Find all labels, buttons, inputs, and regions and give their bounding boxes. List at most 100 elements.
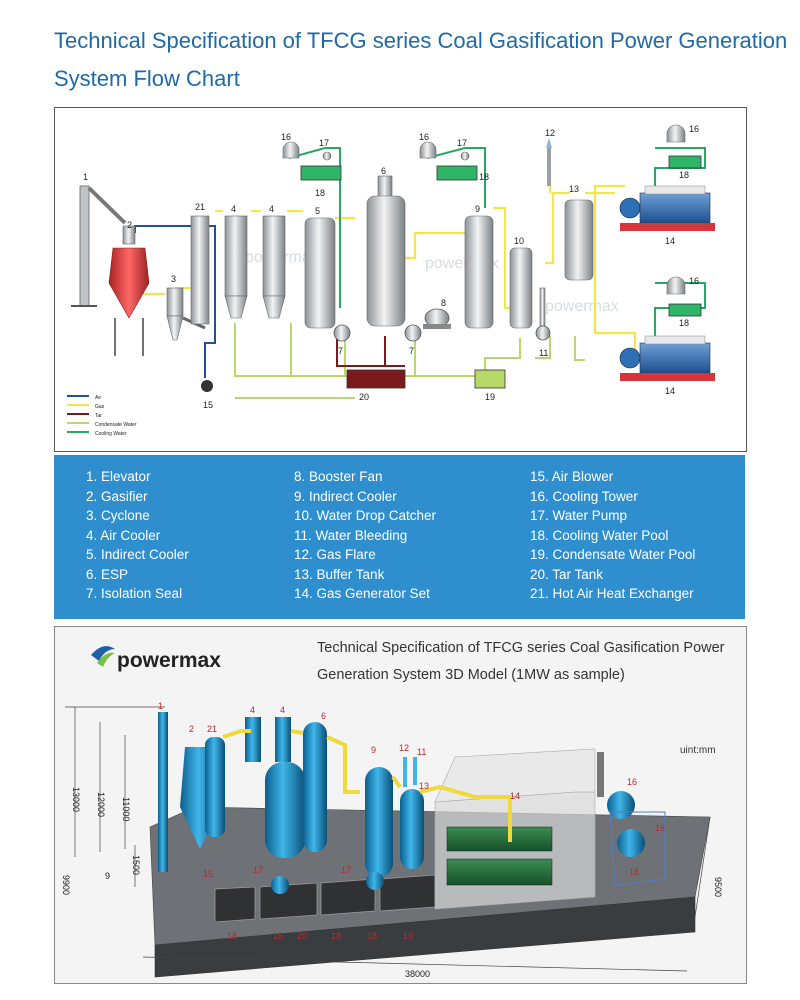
label-20: 20 [359,392,369,402]
cooling-towers-3d [607,791,666,886]
model-label-13: 13 [419,781,429,791]
label-18: 18 [479,172,489,182]
model-label-1: 1 [158,701,163,711]
component-legend: 1. Elevator 2. Gasifier 3. Cyclone 4. Ai… [54,455,745,619]
buffer-tank [564,199,594,281]
dim-38000: 38000 [405,969,430,979]
legend-column-1: 1. Elevator 2. Gasifier 3. Cyclone 4. Ai… [86,467,189,604]
label-14: 14 [665,236,675,246]
label-2: 2 [127,220,132,230]
label-10: 10 [514,236,524,246]
label-16: 16 [689,124,699,134]
condensate-water-pool [474,369,506,389]
tar-lines [336,333,405,367]
label-15: 15 [203,400,213,410]
model-label-12: 12 [399,743,409,753]
model-label-16: 16 [655,823,665,833]
legend-item: 17. Water Pump [530,508,628,523]
air-blower [201,380,213,392]
legend-label-condensate: Condensate Water [95,422,137,428]
label-18: 18 [679,318,689,328]
model-label-19: 19 [403,931,413,941]
legend-item: 7. Isolation Seal [86,586,183,601]
legend-item: 10. Water Drop Catcher [294,508,437,523]
indirect-cooler [464,215,494,329]
legend-item: 18. Cooling Water Pool [530,527,669,543]
label-17: 17 [457,138,467,148]
gasifier [108,225,150,356]
model-label-15: 15 [203,869,213,879]
legend-item: 8. Booster Fan [294,469,383,484]
label-12: 12 [545,128,555,138]
model-label-11: 11 [417,747,426,757]
label-7: 7 [409,346,414,356]
label-16: 16 [689,276,699,286]
legend-item: 12. Gas Flare [294,547,376,562]
model-title-line-2: Generation System 3D Model (1MW as sampl… [317,667,625,683]
flow-chart: powermax powermax powermax [54,107,747,452]
dim-11000: 11000 [121,797,131,821]
indirect-cooler [304,217,336,329]
watermark: powermax [545,298,619,315]
legend-item: 15. Air Blower [530,469,614,484]
legend-item: 2. Gasifier [86,488,148,504]
label-18: 18 [679,170,689,180]
legend-item: 14. Gas Generator Set [294,586,430,601]
label-13: 13 [569,184,579,194]
foundation-side [154,896,696,978]
dimension-lines [65,706,711,972]
model-3d-illustration: 13000 12000 11000 1500 9900 9 38000 9500… [61,701,723,979]
tar-tank [346,369,406,389]
water-bleeding [535,287,551,341]
label-19: 19 [485,392,495,402]
model-title-line-1: Technical Specification of TFCG series C… [317,640,725,656]
isolation-seal [333,324,422,342]
label-6: 6 [381,166,386,176]
label-21: 21 [195,202,205,212]
label-4: 4 [231,204,236,214]
dim-9500: 9500 [713,877,723,897]
legend-item: 13. Buffer Tank [294,566,385,582]
label-4: 4 [269,204,274,214]
gas-flare [546,138,552,186]
model-label-2: 2 [189,724,194,734]
legend-item: 20. Tar Tank [530,566,604,582]
label-5: 5 [315,206,320,216]
cooling-water-pool [300,155,702,317]
gas-generator-set [619,185,715,381]
elevator [71,185,127,307]
label-7: 7 [338,346,343,356]
label-1: 1 [83,172,88,182]
water-drop-catcher [509,247,533,329]
air-cooler [224,215,286,319]
legend-item: 16. Cooling Tower [530,488,638,504]
model-panel: powermax Technical Specification of TFCG… [54,626,747,984]
label-16: 16 [419,132,429,142]
model-label-6: 6 [321,711,326,721]
equipment-3d [158,712,424,894]
unit-label: uint:mm [680,745,716,756]
legend-item: 5. Indirect Cooler [86,547,189,562]
legend-label-cooling: Cooling Water [95,431,127,437]
label-16: 16 [281,132,291,142]
model-label-18: 18 [273,931,283,941]
model-label-21: 21 [207,724,217,734]
legend-item: 4. Air Cooler [86,527,161,543]
cooling-tower [282,124,686,295]
gas-piping-3d [222,729,512,842]
model-label-18: 18 [367,931,377,941]
legend-item: 19. Condensate Water Pool [530,547,696,562]
label-3: 3 [171,274,176,284]
line-legend: Air Gas Tar Condensate Water Cooling Wat… [67,395,137,437]
dim-13000: 13000 [71,787,81,812]
component-numbers: 1 2 3 4 4 5 6 7 7 8 9 10 11 12 13 14 14 … [83,124,699,410]
model-label-18: 18 [331,931,341,941]
label-11: 11 [539,348,548,358]
legend-item: 21. Hot Air Heat Exchanger [530,586,694,601]
esp [366,175,406,327]
dim-side-2: 9900 [61,875,71,895]
legend-item: 11. Water Bleeding [294,527,408,543]
water-pump [322,151,470,161]
water-pools [214,874,436,923]
page-title: Technical Specification of TFCG series C… [54,28,788,91]
